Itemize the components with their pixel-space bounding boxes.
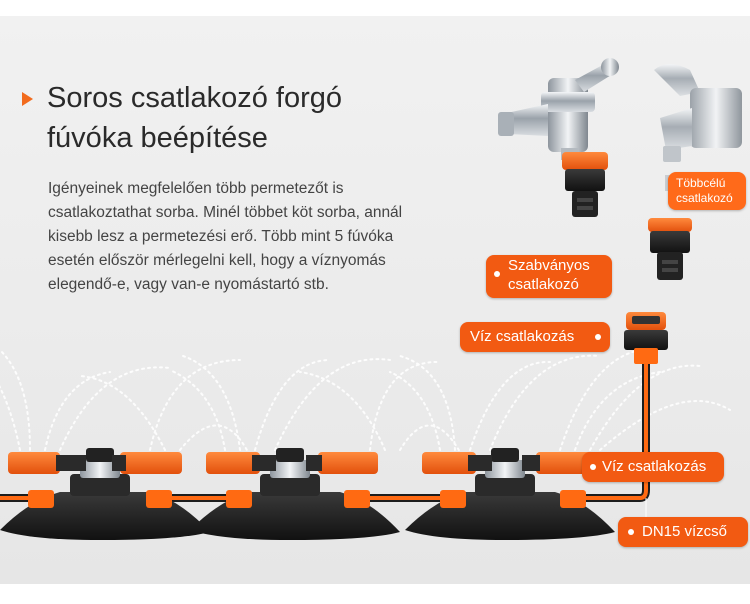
product-description: Igényeinek megfelelően több permetezőt i…	[48, 177, 488, 297]
water-connection-label-top: Víz csatlakozás	[460, 322, 610, 352]
water-tap-icon	[654, 64, 742, 162]
description-line-3: kisebb lesz a permetezési erő. Több mint…	[48, 228, 394, 245]
description-line-1: Igényeinek megfelelően több permetezőt i…	[48, 180, 344, 197]
standard-connector-label: Szabványos csatlakozó	[486, 255, 612, 298]
multi-connector-line-2: csatlakozó	[676, 191, 733, 205]
multi-connector-line-1: Többcélú	[676, 176, 726, 190]
water-tap-icon	[498, 58, 619, 160]
quick-connector-icon	[562, 152, 608, 217]
water-connection-label-right: Víz csatlakozás	[582, 452, 724, 482]
sprinkler-icon	[0, 448, 210, 540]
bullet-dot	[494, 271, 500, 277]
water-spray-icon	[0, 349, 731, 453]
water-connection-right-text: Víz csatlakozás	[602, 458, 707, 475]
multi-purpose-connector-label: Többcélú csatlakozó	[668, 172, 746, 210]
quick-connector-icon	[624, 312, 668, 364]
bullet-dot	[595, 334, 601, 340]
title-line-1: Soros csatlakozó forgó	[47, 82, 342, 114]
bullet-dot	[590, 464, 596, 470]
pipe-label: DN15 vízcső	[618, 517, 748, 547]
standard-connector-line-1: Szabványos	[508, 257, 590, 274]
title-line-2: fúvóka beépítése	[47, 122, 268, 154]
description-line-5: elegendő-e, vagy van-e nyomástartó stb.	[48, 276, 329, 293]
bullet-dot	[628, 529, 634, 535]
pipe-label-text: DN15 vízcső	[642, 523, 728, 540]
sprinkler-icon	[405, 448, 615, 540]
hose	[0, 360, 650, 502]
standard-connector-line-2: csatlakozó	[508, 276, 579, 293]
description-line-4: esetén először mérlegelni kell, hogy a v…	[48, 252, 386, 269]
sprinkler-icon	[190, 448, 400, 540]
description-line-2: csatlakoztathat sorba. Minél többet köt …	[48, 204, 403, 221]
water-connection-top-text: Víz csatlakozás	[470, 328, 575, 345]
title-arrow-icon	[22, 92, 33, 106]
page-title: Soros csatlakozó forgó fúvóka beépítése	[47, 78, 427, 158]
